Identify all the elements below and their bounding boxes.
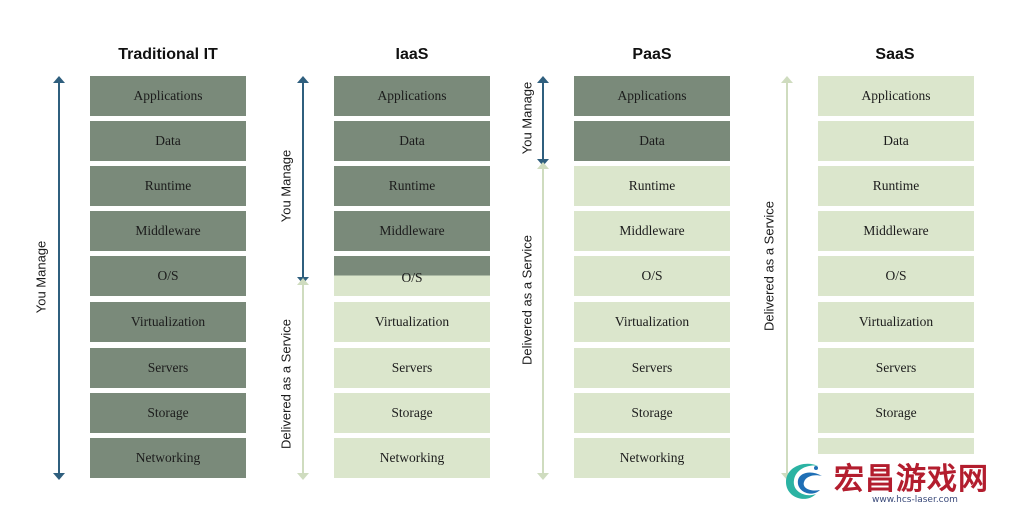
arrow-delivered-iaas [296,278,310,480]
layer-storage: Storage [334,393,490,433]
label-delivered-paas: Delivered as a Service [519,234,535,366]
arrow-you-manage-iaas [296,76,310,284]
layer-networking: Networking [574,438,730,478]
layer-os: O/S [90,256,246,296]
layer-runtime: Runtime [574,166,730,206]
watermark-logo: 宏昌游戏网 www.hcs-laser.com [776,452,1016,508]
layer-networking: Networking [334,438,490,478]
arrow-you-manage-paas [536,76,550,166]
arrowhead-up-icon [537,76,549,83]
layer-virtualization: Virtualization [334,302,490,342]
layer-networking: Networking [90,438,246,478]
arrowhead-up-icon [53,76,65,83]
layer-applications: Applications [574,76,730,116]
label-delivered-iaas: Delivered as a Service [278,318,294,450]
layer-servers: Servers [334,348,490,388]
layer-applications: Applications [90,76,246,116]
dragon-logo-icon [786,463,822,499]
layer-storage: Storage [574,393,730,433]
layer-servers: Servers [818,348,974,388]
arrowhead-up-icon [297,278,309,285]
label-you-manage-paas: You Manage [519,81,535,155]
layer-data: Data [574,121,730,161]
layer-virtualization: Virtualization [90,302,246,342]
layer-runtime: Runtime [90,166,246,206]
layer-os: O/S [818,256,974,296]
layer-servers: Servers [90,348,246,388]
layer-middleware: Middleware [574,211,730,251]
layer-applications: Applications [334,76,490,116]
layer-data: Data [90,121,246,161]
layer-virtualization: Virtualization [818,302,974,342]
layer-applications: Applications [818,76,974,116]
label-you-manage-iaas: You Manage [278,149,294,223]
layer-virtualization: Virtualization [574,302,730,342]
arrowhead-down-icon [297,473,309,480]
arrowhead-up-icon [537,162,549,169]
layer-os: O/S [574,256,730,296]
layer-runtime: Runtime [334,166,490,206]
arrowhead-up-icon [297,76,309,83]
layer-data: Data [334,121,490,161]
title-iaas: IaaS [395,46,429,63]
layer-servers: Servers [574,348,730,388]
arrowhead-down-icon [53,473,65,480]
layer-middleware: Middleware [90,211,246,251]
layer-os-label: O/S [401,270,423,285]
label-delivered-saas: Delivered as a Service [761,200,777,332]
layer-middleware: Middleware [334,211,490,251]
layer-runtime: Runtime [818,166,974,206]
title-paas: PaaS [632,46,672,63]
layer-os: O/S [334,256,490,296]
layer-data: Data [818,121,974,161]
title-saas: SaaS [875,46,915,63]
layer-storage: Storage [90,393,246,433]
arrow-delivered-paas [536,162,550,480]
arrow-you-manage-traditional [52,76,66,480]
arrowhead-down-icon [537,473,549,480]
watermark-url: www.hcs-laser.com [872,495,958,505]
watermark-title: 宏昌游戏网 [834,462,989,497]
arrow-delivered-saas [780,76,794,480]
title-traditional-it: Traditional IT [118,46,218,63]
layer-networking [818,438,974,454]
layer-middleware: Middleware [818,211,974,251]
label-you-manage-traditional: You Manage [33,240,49,314]
layer-storage: Storage [818,393,974,433]
arrowhead-up-icon [781,76,793,83]
